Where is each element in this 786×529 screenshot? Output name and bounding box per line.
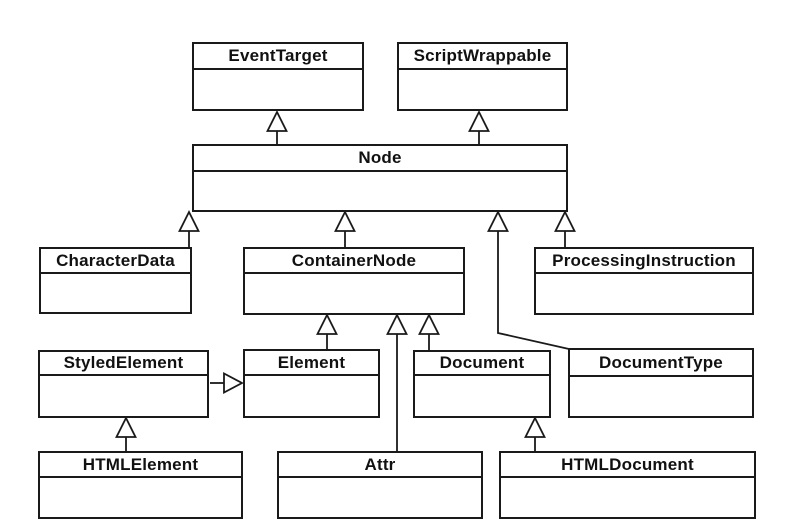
edge-attr-to-containernode: [386, 312, 408, 452]
class-box-scriptwrappable: ScriptWrappable: [397, 42, 568, 111]
class-box-eventtarget: EventTarget: [192, 42, 364, 111]
edge-htmldocument-to-document: [524, 415, 546, 452]
edge-element-to-containernode: [316, 312, 338, 351]
edge-documenttype-to-node: [487, 209, 570, 350]
edge-htmlelement-to-styledelement: [115, 415, 137, 452]
class-box-containernode: ContainerNode: [243, 247, 465, 315]
edge-node-to-eventtarget: [266, 109, 288, 146]
class-box-node: Node: [192, 144, 568, 212]
class-box-document: Document: [413, 350, 551, 418]
class-box-characterdata: CharacterData: [39, 247, 192, 314]
class-title-attr: Attr: [279, 453, 481, 478]
class-box-htmldocument: HTMLDocument: [499, 451, 756, 519]
class-box-attr: Attr: [277, 451, 483, 519]
class-title-styledelement: StyledElement: [40, 352, 207, 376]
class-box-styledelement: StyledElement: [38, 350, 209, 418]
class-title-document: Document: [415, 352, 549, 376]
class-title-htmldocument: HTMLDocument: [501, 453, 754, 478]
class-title-scriptwrappable: ScriptWrappable: [399, 44, 566, 70]
class-title-htmlelement: HTMLElement: [40, 453, 241, 478]
class-title-eventtarget: EventTarget: [194, 44, 362, 70]
class-title-containernode: ContainerNode: [245, 249, 463, 274]
class-title-characterdata: CharacterData: [41, 249, 190, 274]
edge-characterdata-to-node: [178, 209, 200, 248]
class-title-element: Element: [245, 351, 378, 376]
edge-node-to-scriptwrappable: [468, 109, 490, 146]
class-box-htmlelement: HTMLElement: [38, 451, 243, 519]
edge-containernode-to-node: [334, 209, 356, 248]
edge-styledelement-to-element: [210, 372, 244, 394]
class-title-node: Node: [194, 146, 566, 172]
class-box-processinginstruction: ProcessingInstruction: [534, 247, 754, 315]
class-box-documenttype: DocumentType: [568, 348, 754, 418]
class-box-element: Element: [243, 349, 380, 418]
class-title-documenttype: DocumentType: [570, 350, 752, 377]
class-title-processinginstruction: ProcessingInstruction: [536, 249, 752, 274]
edge-document-to-containernode: [418, 312, 440, 352]
edge-processinginstruction-to-node: [554, 209, 576, 248]
